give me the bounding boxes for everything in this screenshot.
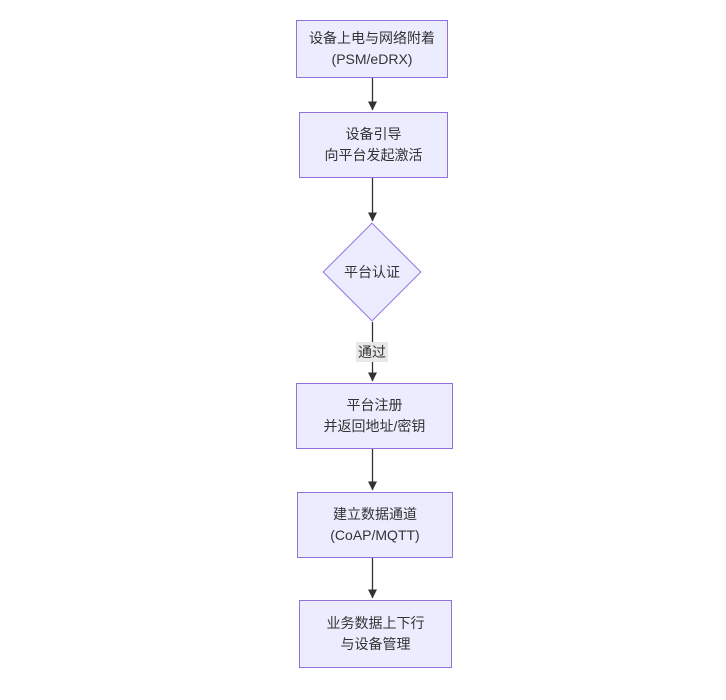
node-text-line: 业务数据上下行 (326, 615, 425, 631)
node-platform-register: 平台注册 并返回地址/密钥 (296, 383, 453, 449)
node-text-line: 设备引导 (345, 126, 402, 142)
node-text-line: 向平台发起激活 (324, 147, 423, 163)
node-platform-auth-decision: 平台认证 (322, 222, 422, 322)
node-text-line: 设备上电与网络附着 (309, 30, 435, 46)
node-text-line: 平台认证 (344, 264, 400, 280)
node-text-line: 并返回地址/密钥 (323, 418, 426, 434)
node-text-line: 平台注册 (346, 397, 403, 413)
node-text-line: 建立数据通道 (333, 506, 417, 522)
node-device-power-attach: 设备上电与网络附着 (PSM/eDRX) (296, 20, 448, 78)
node-data-channel: 建立数据通道 (CoAP/MQTT) (297, 492, 453, 558)
node-text-line: (PSM/eDRX) (331, 51, 413, 67)
node-text-line: (CoAP/MQTT) (330, 527, 420, 543)
edge-label-pass: 通过 (356, 342, 388, 362)
node-service-data-management: 业务数据上下行 与设备管理 (299, 600, 452, 668)
node-device-bootstrap: 设备引导 向平台发起激活 (299, 112, 448, 178)
node-text-line: 与设备管理 (340, 636, 411, 652)
